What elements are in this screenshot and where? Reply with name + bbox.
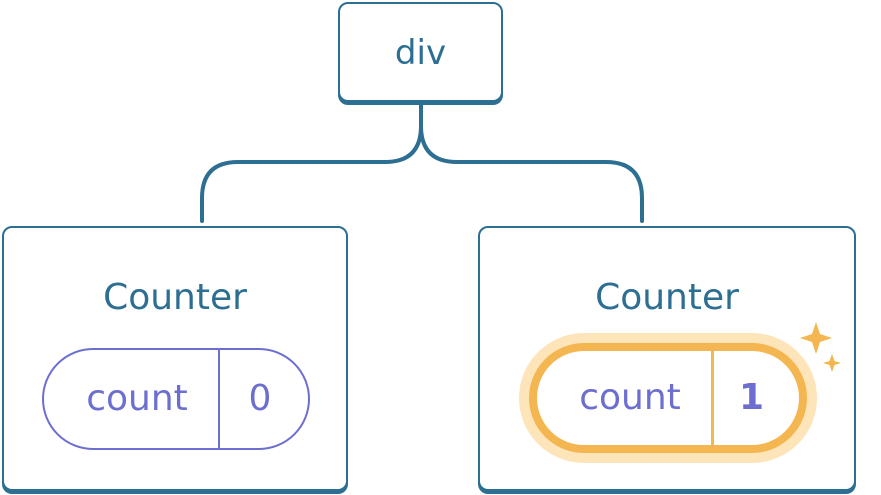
root-div-node: div	[338, 2, 503, 102]
left-count-state-pill: count 0	[42, 348, 310, 450]
root-div-label: div	[394, 33, 447, 73]
left-count-label: count	[86, 378, 188, 419]
sparkle-icon	[800, 322, 841, 372]
left-count-value: 0	[248, 378, 272, 419]
right-count-label: count	[579, 377, 681, 418]
right-count-value: 1	[738, 377, 765, 418]
right-counter-title: Counter	[595, 277, 739, 318]
right-counter-node: Counter count 1	[478, 226, 856, 491]
right-pill-divider	[711, 351, 714, 445]
left-pill-divider	[218, 350, 220, 448]
right-count-state-pill: count 1	[529, 343, 807, 453]
left-counter-node: Counter count 0	[2, 226, 348, 491]
left-counter-title: Counter	[103, 277, 247, 318]
